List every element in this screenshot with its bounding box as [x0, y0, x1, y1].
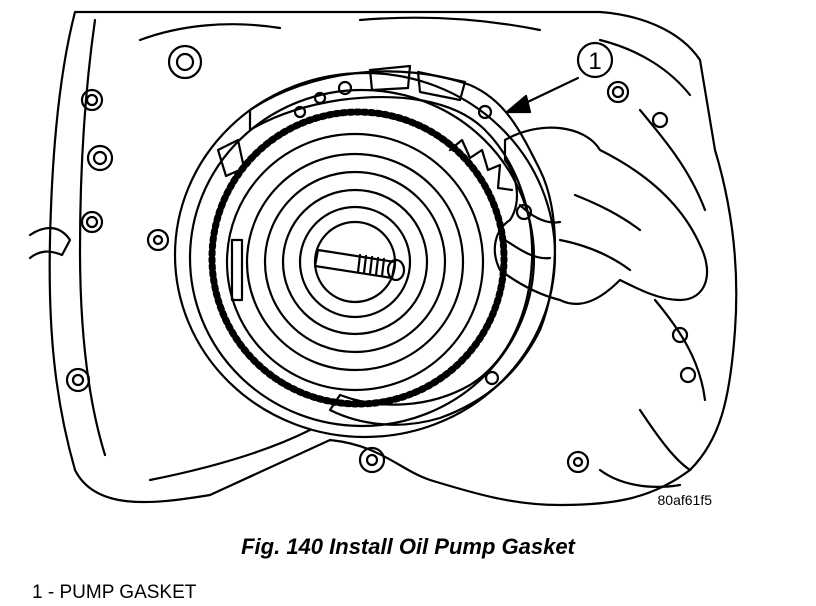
gasket-slot-1 — [368, 64, 412, 92]
transmission-case — [48, 10, 738, 507]
legend: 1 - PUMP GASKET — [32, 582, 196, 604]
legend-item: 1 - PUMP GASKET — [32, 582, 196, 604]
case-inner-edge — [78, 18, 107, 457]
case-upper-webbing — [138, 16, 692, 97]
case-bolt-holes — [65, 44, 697, 474]
illustration-svg: 1 80af61f5 — [28, 10, 738, 508]
gasket-holes — [293, 80, 533, 386]
legend-item-separator: - — [42, 582, 60, 603]
converter-ring-1 — [225, 132, 485, 392]
reference-code: 80af61f5 — [658, 492, 713, 508]
pump-gear-teeth — [448, 138, 514, 192]
hand-fingers — [503, 193, 642, 272]
callout-arrowhead — [505, 94, 532, 114]
hand — [493, 126, 709, 305]
gasket-slot-2 — [416, 70, 467, 102]
converter-ring-2 — [245, 152, 465, 372]
case-left-flange — [28, 227, 72, 260]
callout-circle — [576, 41, 614, 79]
legend-item-label: PUMP GASKET — [59, 582, 197, 603]
gear-ring-outer — [208, 108, 508, 408]
pump-body-slot-left-2 — [216, 138, 246, 178]
input-shaft-end — [386, 258, 406, 282]
converter-ring-4 — [281, 188, 429, 336]
input-shaft-splines — [356, 253, 386, 278]
callout-number: 1 — [588, 48, 601, 75]
pump-body-slot-left — [230, 238, 244, 302]
legend-item-number: 1 — [32, 582, 43, 603]
converter-ring-5 — [298, 205, 412, 319]
converter-ring-3 — [263, 170, 447, 354]
case-bottom-lip — [148, 428, 312, 482]
technical-illustration: 1 80af61f5 — [28, 10, 738, 508]
case-right-webbing — [598, 108, 707, 488]
pump-body-rim — [188, 88, 536, 428]
figure-caption: Fig. 140 Install Oil Pump Gasket — [241, 534, 575, 559]
pump-gasket — [248, 70, 557, 426]
